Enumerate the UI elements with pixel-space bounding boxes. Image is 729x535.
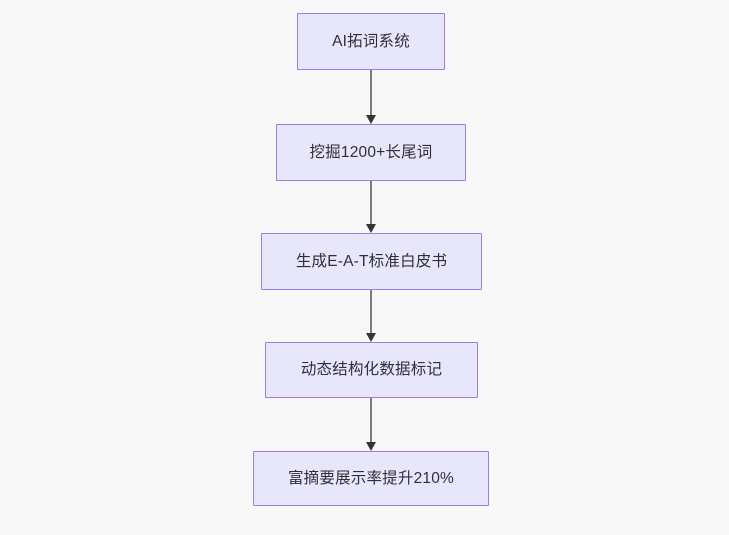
flow-arrow-1-line <box>369 70 373 115</box>
flow-node-label: 动态结构化数据标记 <box>300 361 443 379</box>
flow-node-label: 富摘要展示率提升210% <box>287 469 455 487</box>
flow-node-label: 生成E-A-T标准白皮书 <box>295 252 448 270</box>
flow-node-rich-snippet-impression-uplift[interactable]: 富摘要展示率提升210% <box>253 451 489 506</box>
flow-arrow-2-line <box>369 181 373 224</box>
flow-node-ai-keyword-system[interactable]: AI拓词系统 <box>297 13 445 70</box>
flow-node-label: 挖掘1200+长尾词 <box>309 143 433 161</box>
flow-node-mine-longtail-keywords[interactable]: 挖掘1200+长尾词 <box>276 124 466 181</box>
flow-arrow-1 <box>360 70 382 124</box>
flow-node-label: AI拓词系统 <box>332 32 410 50</box>
flow-node-generate-eat-whitepaper[interactable]: 生成E-A-T标准白皮书 <box>261 233 482 290</box>
flow-arrow-3-line <box>369 290 373 333</box>
flow-arrow-4-head <box>365 442 376 451</box>
flow-arrow-2 <box>360 181 382 233</box>
flow-arrow-3-head <box>365 333 376 342</box>
flow-node-dynamic-structured-data-markup[interactable]: 动态结构化数据标记 <box>265 342 478 398</box>
flow-arrow-4 <box>360 398 382 451</box>
flow-arrow-4-line <box>369 398 373 442</box>
flow-arrow-2-head <box>365 224 376 233</box>
flow-arrow-3 <box>360 290 382 342</box>
flow-arrow-1-head <box>365 115 376 124</box>
